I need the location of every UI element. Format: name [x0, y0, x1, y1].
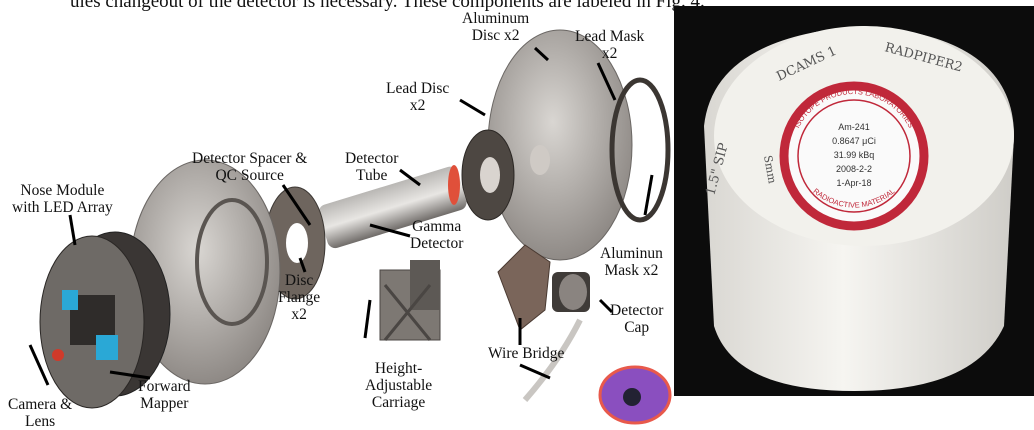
label-camera-lens: Camera & Lens — [8, 396, 72, 430]
label-line: Disc x2 — [462, 27, 529, 44]
label-line: Flange — [278, 289, 320, 306]
label-line: Forward — [138, 378, 191, 395]
label-forward-mapper: Forward Mapper — [138, 378, 191, 412]
label-line: Disc — [278, 272, 320, 289]
wire-bridge-plate-shape — [498, 245, 550, 330]
source-label-line: 2008-2-2 — [836, 164, 872, 174]
label-line: Wire Bridge — [488, 345, 564, 362]
label-line: QC Source — [192, 167, 307, 184]
label-lead-mask: Lead Mask x2 — [575, 28, 644, 62]
label-line: Gamma — [410, 218, 463, 235]
label-lead-disc: Lead Disc x2 — [386, 80, 449, 114]
label-line: Aluminun — [600, 245, 663, 262]
source-label-line: Am-241 — [838, 122, 870, 132]
source-label-line: 1-Apr-18 — [836, 178, 871, 188]
label-line: with LED Array — [12, 199, 113, 216]
label-line: Lead Mask — [575, 28, 644, 45]
source-label-line: 31.99 kBq — [834, 150, 875, 160]
label-height-carriage: Height- Adjustable Carriage — [365, 360, 432, 411]
label-line: Cap — [610, 319, 663, 336]
label-line: Lens — [8, 413, 72, 430]
label-detector-cap: Detector Cap — [610, 302, 663, 336]
label-aluminum-disc: Aluminum Disc x2 — [462, 10, 529, 44]
label-line: Detector — [610, 302, 663, 319]
label-disc-flange: Disc Flange x2 — [278, 272, 320, 323]
label-line: Camera & — [8, 396, 72, 413]
label-line: Mask x2 — [600, 262, 663, 279]
label-gamma-detector: Gamma Detector — [410, 218, 463, 252]
label-line: x2 — [575, 45, 644, 62]
label-line: x2 — [278, 306, 320, 323]
label-nose-module: Nose Module with LED Array — [12, 182, 113, 216]
label-line: Carriage — [365, 394, 432, 411]
source-container-image: Am-241 0.8647 μCi 31.99 kBq 2008-2-2 1-A… — [674, 6, 1034, 396]
label-line: Nose Module — [12, 182, 113, 199]
label-line: Adjustable — [365, 377, 432, 394]
label-detector-spacer: Detector Spacer & QC Source — [192, 150, 307, 184]
label-line: Detector — [410, 235, 463, 252]
label-line: Detector — [345, 150, 398, 167]
label-line: Detector Spacer & — [192, 150, 307, 167]
label-line: Mapper — [138, 395, 191, 412]
label-line: Aluminum — [462, 10, 529, 27]
label-aluminum-mask: Aluminun Mask x2 — [600, 245, 663, 279]
label-wire-bridge: Wire Bridge — [488, 345, 564, 362]
caption-text: ules changeout of the detector is necess… — [70, 0, 705, 13]
source-label-line: 0.8647 μCi — [832, 136, 876, 146]
label-line: Tube — [345, 167, 398, 184]
label-line: x2 — [386, 97, 449, 114]
carriage-shape — [380, 260, 440, 340]
source-container-photo: Am-241 0.8647 μCi 31.99 kBq 2008-2-2 1-A… — [674, 6, 1034, 396]
label-detector-tube: Detector Tube — [345, 150, 398, 184]
label-line: Height- — [365, 360, 432, 377]
label-line: Lead Disc — [386, 80, 449, 97]
